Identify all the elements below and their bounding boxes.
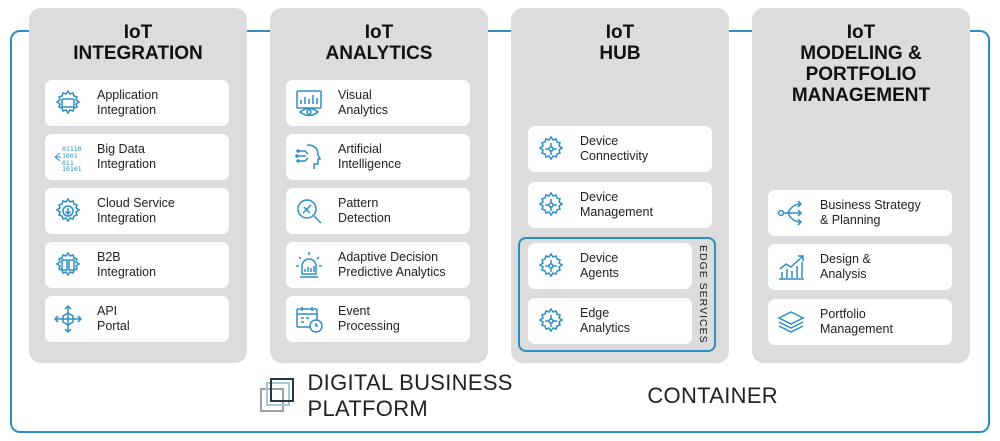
card-event-processing[interactable]: Event Processing [286,296,470,342]
visual-analytics-icon [286,80,332,126]
hub-gear-icon [528,182,574,228]
card-application-integration[interactable]: Application Integration [45,80,229,126]
card-artificial-intelligence[interactable]: Artificial Intelligence [286,134,470,180]
growth-chart-icon [768,244,814,290]
card-pattern-detection[interactable]: Pattern Detection [286,188,470,234]
column-title: IoT INTEGRATION [73,22,203,64]
column-title: IoT HUB [599,22,641,64]
footer-subtitle: CONTAINER [647,383,778,408]
card-label: Pattern Detection [338,196,391,225]
card-label: Cloud Service Integration [97,196,175,225]
edge-services-label: EDGE SERVICES [697,244,709,344]
magnifier-icon [286,188,332,234]
card-label: Business Strategy & Planning [820,198,921,227]
predictive-bulb-icon [286,242,332,288]
card-label: Event Processing [338,304,400,333]
card-label: B2B Integration [97,250,157,279]
card-label: Artificial Intelligence [338,142,402,171]
hub-gear-icon [528,243,574,289]
card-device-agents[interactable]: Device Agents [528,243,692,289]
card-big-data-integration[interactable]: 01110 1001 011 10101 Big Data Integratio… [45,134,229,180]
card-label: Device Management [580,190,653,219]
card-label: Device Agents [580,251,619,280]
card-device-management[interactable]: Device Management [528,182,712,228]
card-api-portal[interactable]: API Portal [45,296,229,342]
svg-text:011: 011 [62,159,74,167]
ai-head-icon [286,134,332,180]
card-adaptive-decision[interactable]: Adaptive Decision Predictive Analytics [286,242,470,288]
card-edge-analytics[interactable]: Edge Analytics [528,298,692,344]
platform-footer: DIGITAL BUSINESS PLATFORM CONTAINER [258,370,778,421]
column-title: IoT MODELING & PORTFOLIO MANAGEMENT [791,22,931,106]
hub-gear-icon [528,126,574,172]
binary-data-icon: 01110 1001 011 10101 [45,134,91,180]
card-label: Visual Analytics [338,88,389,117]
card-cloud-service-integration[interactable]: Cloud Service Integration [45,188,229,234]
card-label: Portfolio Management [820,307,893,336]
api-arrows-icon [45,296,91,342]
card-label: Edge Analytics [580,306,631,335]
svg-text:1001: 1001 [62,152,78,160]
svg-text:10101: 10101 [62,165,82,172]
calendar-clock-icon [286,296,332,342]
card-label: API Portal [97,304,130,333]
strategy-arrows-icon [768,190,814,236]
gear-screen-icon [45,80,91,126]
card-label: Big Data Integration [97,142,157,171]
b2b-exchange-icon [45,242,91,288]
column-iot-modeling: IoT MODELING & PORTFOLIO MANAGEMENT Busi… [752,8,970,363]
platform-container-border [10,30,990,433]
cloud-gear-icon [45,188,91,234]
platform-logo-icon [258,376,297,416]
column-iot-analytics: IoT ANALYTICS Visual Analytics Artificia… [270,8,488,363]
card-label: Adaptive Decision Predictive Analytics [338,250,446,279]
column-iot-integration: IoT INTEGRATION Application Integration … [29,8,247,363]
card-b2b-integration[interactable]: B2B Integration [45,242,229,288]
svg-text:01110: 01110 [62,145,82,153]
card-label: Device Connectivity [580,134,649,163]
column-title: IoT ANALYTICS [325,22,433,64]
card-device-connectivity[interactable]: Device Connectivity [528,126,712,172]
card-design-analysis[interactable]: Design & Analysis [768,244,952,290]
card-visual-analytics[interactable]: Visual Analytics [286,80,470,126]
card-label: Design & Analysis [820,252,871,281]
layers-icon [768,299,814,345]
footer-title: DIGITAL BUSINESS PLATFORM [307,370,513,421]
hub-gear-icon [528,298,574,344]
card-portfolio-management[interactable]: Portfolio Management [768,299,952,345]
card-business-strategy[interactable]: Business Strategy & Planning [768,190,952,236]
card-label: Application Integration [97,88,159,117]
